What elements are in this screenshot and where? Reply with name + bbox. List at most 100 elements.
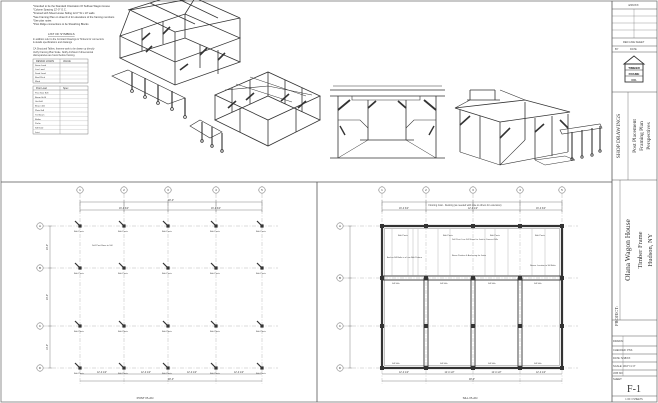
titleblock-date: 4/26/XX	[628, 3, 639, 7]
project-name-block: Olana Wagon House	[623, 218, 632, 280]
t2-header-1: Post Load	[36, 87, 47, 90]
brace-marker	[256, 362, 262, 368]
frame-porch-perspective	[454, 89, 603, 166]
frame-perspective-lower	[189, 71, 321, 153]
post-label: Bolt Posts	[118, 330, 129, 333]
brace-marker	[118, 262, 124, 268]
grid-bubble	[422, 186, 430, 194]
legend-title: LIST OF SYMBOLS	[48, 32, 75, 36]
grid-label: A	[339, 224, 341, 228]
brace-marker	[210, 262, 216, 268]
t1-header-1: DESIGN LOADS	[36, 60, 54, 63]
sheet-title-lines: Post Placement Framing Plan Perspectives	[632, 119, 652, 153]
dim-text: 10'-0"	[46, 344, 49, 350]
sheet-number: F-1	[627, 384, 641, 395]
post-label: Bolt Posts	[398, 234, 409, 237]
company-line1: TIMBER	[628, 66, 640, 70]
brace-marker	[256, 262, 262, 268]
grid-bubble	[120, 186, 128, 194]
brace-marker	[74, 362, 80, 368]
post-marker	[260, 324, 264, 328]
dim-sub: 16'-0 3/4"	[119, 207, 129, 210]
post-marker	[78, 224, 82, 228]
sheet-title-2: Framing Plan	[639, 121, 645, 151]
post-marker	[260, 224, 264, 228]
post-label: Bolt Posts	[443, 234, 454, 237]
plan-note: Beam Position & Anchoring for Joists	[452, 254, 486, 257]
post-marker	[122, 266, 126, 270]
grid-bubble	[336, 322, 344, 330]
project-sub1: Timber Frame	[637, 231, 644, 268]
project-name: Olana Wagon House	[623, 218, 632, 280]
grid-bubble	[558, 186, 566, 194]
project-label: PROJECT:	[614, 306, 619, 326]
grid-bubble	[36, 264, 44, 272]
note-line: *Framed with Sheet House Siding 12-0" W …	[33, 11, 95, 15]
sheet-title-3: Perspectives	[646, 122, 652, 150]
post-marker	[518, 224, 522, 228]
grid-label: 2	[425, 188, 427, 192]
post-label: Bolt Posts	[256, 372, 267, 375]
brace-marker	[210, 220, 216, 226]
brace-marker	[162, 262, 168, 268]
plan-note: Nearer Location to Sill Bolts	[530, 264, 556, 267]
brace-marker	[118, 220, 124, 226]
note-line: *See plan notes	[33, 18, 52, 22]
dim-sub: 16'-0 3/4"	[399, 207, 409, 210]
legend-line: CA Structural Tables, framers work to be…	[33, 48, 95, 51]
table-cell: Plate 8x8	[35, 109, 45, 112]
info-scale: SCALE: 3/16"=1'-0"	[613, 364, 636, 368]
brace-marker	[74, 220, 80, 226]
dim-sub: 12'-0 1/2"	[468, 207, 478, 210]
project-sub2-block: Hudson, NY	[647, 233, 654, 266]
post-label: Bolt Posts	[256, 330, 267, 333]
sill-label: Sill Sills	[440, 363, 448, 365]
info-checked: CHECKED: PSS	[613, 348, 633, 352]
post-marker	[214, 324, 218, 328]
info-drawn: DRAWN:	[613, 339, 624, 343]
post-label: Bolt Posts	[118, 272, 129, 275]
grid-label: D	[39, 366, 42, 370]
table-cell: Tie Beam	[35, 114, 44, 116]
grid-label: C	[339, 324, 342, 328]
dim-text: 12'-0 1/2"	[536, 371, 546, 374]
left-plan-title: POST PLAN	[137, 396, 154, 400]
post-marker	[471, 324, 475, 328]
grid-bubble	[36, 222, 44, 230]
grid-bubble	[76, 186, 84, 194]
dim-text: 12'-0 1/2"	[491, 371, 501, 374]
sill-outline	[380, 224, 564, 370]
post-marker	[380, 366, 384, 370]
table-cell: Girt 6x8	[35, 100, 43, 103]
post-marker	[78, 266, 82, 270]
post-marker	[122, 224, 126, 228]
grid-label: 3	[167, 188, 169, 192]
table-cell: Snow Load	[35, 65, 47, 67]
company-line2: FRAME	[629, 72, 640, 76]
brace-marker	[256, 220, 262, 226]
info-sheet: SHEET:	[613, 377, 622, 381]
post-marker	[380, 276, 384, 280]
info-job: JOB NO:	[613, 371, 624, 375]
grid-label: B	[39, 266, 41, 270]
post-marker	[260, 266, 264, 270]
t1-header-2: VALUE	[63, 60, 71, 63]
post-marker	[78, 324, 82, 328]
sill-label: Sill Sills	[488, 363, 496, 365]
titleblock-by: BY	[615, 47, 619, 51]
post-label: Bolt Posts	[210, 372, 221, 375]
grid-bubble	[36, 322, 44, 330]
legend-line: In addition refer to the Contract Drawin…	[33, 38, 105, 41]
project-label-block: PROJECT:	[614, 306, 619, 326]
post-label: Bolt Posts	[490, 234, 501, 237]
post-marker	[424, 224, 428, 228]
post-label: Bolt Posts	[74, 372, 85, 375]
brace-marker	[162, 320, 168, 326]
dim-text: 12'-0 1/2"	[399, 371, 409, 374]
dim-sub: 16'-0 3/4"	[536, 207, 546, 210]
dim-text: 12'-0 1/2"	[444, 371, 454, 374]
dim-text: 20'-0"	[46, 294, 49, 300]
plan-note: Anchor Sill Bolts in a Line Bolt Pattern	[387, 256, 423, 259]
